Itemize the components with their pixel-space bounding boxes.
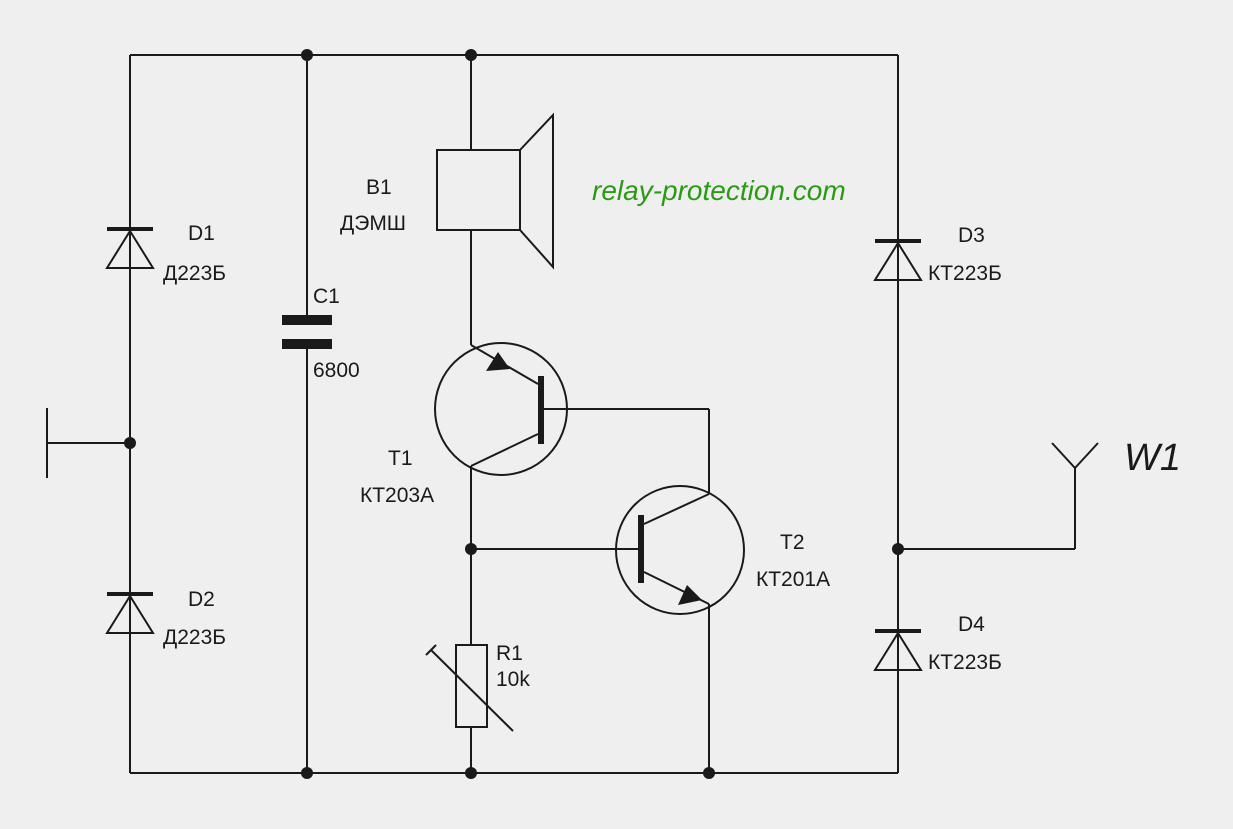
c1-value: 6800 — [313, 359, 360, 382]
diode-d3 — [873, 239, 923, 281]
antenna-w1 — [1051, 442, 1099, 469]
d1-part: Д223Б — [163, 262, 226, 285]
capacitor-c1 — [282, 315, 332, 349]
diode-d1 — [105, 227, 155, 269]
d3-part: КТ223Б — [928, 262, 1002, 285]
watermark: relay-protection.com — [592, 175, 846, 206]
transistor-t1 — [434, 342, 568, 476]
w1-ref: W1 — [1124, 437, 1181, 479]
resistor-r1 — [425, 644, 514, 732]
t2-part: КТ201А — [756, 568, 830, 591]
t1-part: КТ203А — [360, 484, 434, 507]
d2-ref: D2 — [188, 588, 215, 611]
diode-d4 — [873, 629, 923, 671]
wires — [46, 54, 1076, 774]
d3-ref: D3 — [958, 224, 985, 247]
r1-ref: R1 — [496, 642, 523, 665]
r1-value: 10k — [496, 668, 530, 691]
b1-ref: B1 — [366, 176, 392, 199]
d4-part: КТ223Б — [928, 651, 1002, 674]
b1-part: ДЭМШ — [340, 212, 406, 235]
t1-ref: T1 — [388, 447, 413, 470]
c1-ref: C1 — [313, 285, 340, 308]
d2-part: Д223Б — [163, 626, 226, 649]
d1-ref: D1 — [188, 222, 215, 245]
diode-d2 — [105, 592, 155, 634]
t2-ref: T2 — [780, 531, 805, 554]
d4-ref: D4 — [958, 613, 985, 636]
junction-dots — [124, 49, 904, 779]
speaker-b1 — [436, 112, 554, 270]
transistor-t2 — [615, 485, 745, 615]
